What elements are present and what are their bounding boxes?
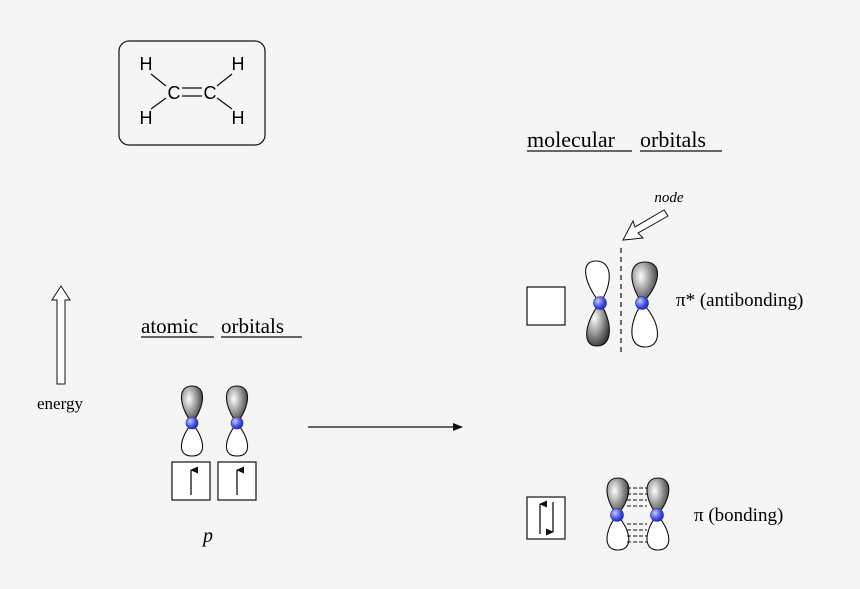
bonding-label: π (bonding): [694, 505, 783, 526]
atom-h: H: [140, 108, 153, 128]
antibonding-label: π* (antibonding): [676, 290, 803, 311]
empty-orbital-box: [526, 286, 566, 326]
atom-h: H: [232, 108, 245, 128]
structure-box: [118, 40, 266, 146]
atom-c: C: [204, 83, 217, 103]
molecular-word: molecular: [527, 127, 616, 152]
atomic-orbital-box-left: [171, 461, 211, 501]
nucleus: [650, 508, 664, 522]
atomic-p-orbital-left: [180, 385, 204, 457]
nucleus: [635, 296, 649, 310]
bonding-orbital: π (bonding): [526, 477, 783, 551]
orbital-lobe-shaded: [180, 385, 204, 424]
orbital-lobe-open: [646, 514, 670, 551]
bond-ch-top-right: [216, 73, 233, 87]
orbital-lobe-open: [631, 302, 659, 348]
orbital-lobe-open: [225, 422, 249, 457]
overlap-dashes-bottom: [627, 523, 647, 543]
orbital-lobe-shaded: [586, 302, 610, 347]
bond-ch-bottom-left: [150, 97, 167, 110]
overlap-dashes-top: [627, 487, 647, 507]
energy-label: energy: [37, 394, 83, 413]
molecular-orbitals-heading: molecular orbitals: [527, 127, 722, 152]
orbital-lobe-open: [585, 260, 610, 304]
nucleus: [230, 416, 244, 430]
bond-ch-bottom-right: [216, 97, 233, 110]
orbitals-word: orbitals: [221, 314, 284, 338]
orbitals-word: orbitals: [640, 127, 706, 152]
atomic-p-orbital-right: [225, 385, 249, 457]
orbital-lobe-shaded: [225, 385, 249, 424]
atomic-word: atomic: [141, 314, 198, 338]
node-arrow-icon: [622, 209, 669, 241]
energy-axis: energy: [37, 285, 83, 413]
atomic-orbitals-heading: atomic orbitals: [141, 314, 302, 338]
atom-h: H: [232, 54, 245, 74]
p-orbital-label: p: [201, 525, 213, 547]
ethylene-structure: H H H H C C: [118, 40, 266, 146]
antibonding-orbital: π* (antibonding): [526, 248, 803, 356]
nucleus: [610, 508, 624, 522]
node-label: node: [654, 190, 684, 206]
orbital-lobe-shaded: [631, 261, 659, 304]
energy-arrow-icon: [51, 285, 71, 385]
bond-ch-top-left: [150, 73, 167, 87]
nucleus: [593, 296, 607, 310]
atom-h: H: [140, 54, 153, 74]
nucleus: [185, 416, 199, 430]
atomic-orbital-box-right: [217, 461, 257, 501]
orbital-lobe-shaded: [646, 477, 670, 516]
orbital-lobe-open: [180, 422, 204, 457]
orbital-lobe-shaded: [606, 477, 630, 516]
filled-orbital-box: [526, 496, 566, 540]
atom-c: C: [168, 83, 181, 103]
orbital-lobe-open: [606, 514, 630, 551]
